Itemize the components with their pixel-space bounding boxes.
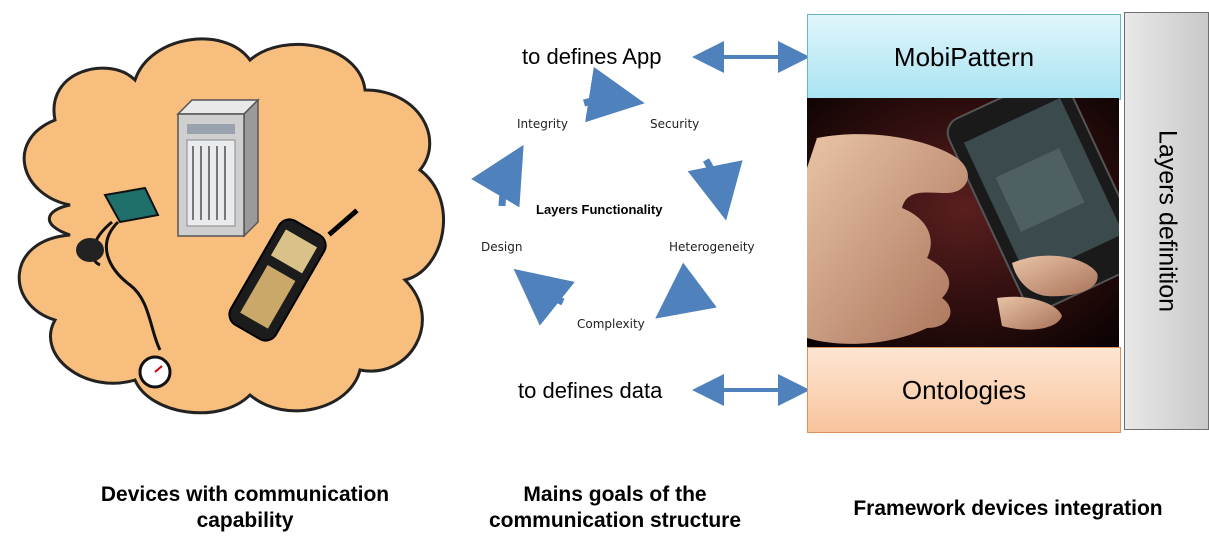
server-icon [176,98,260,238]
layers-definition-panel: Layers definition [1124,12,1209,430]
mobipattern-label: MobiPattern [893,41,1035,72]
cycle-item-complexity: Complexity [577,317,645,331]
cloud-illustration [17,37,445,415]
center-caption-line1: Mains goals of the [523,483,707,506]
cycle-item-heterogeneity: Heterogeneity [669,240,755,254]
mobile-phone-icon [228,208,359,342]
cycle-title: Layers Functionality [536,202,663,217]
layers-definition-label: Layers definition [1153,129,1181,313]
center-caption: Mains goals of the communication structu… [455,482,775,534]
mobipattern-box: MobiPattern [807,14,1121,100]
left-caption: Devices with communication capability [40,482,450,534]
hand-holding-phone-photo [807,74,1145,347]
left-caption-line2: capability [196,509,294,532]
ontologies-label: Ontologies [901,374,1027,405]
center-caption-line2: communication structure [488,509,742,532]
cycle-arrow-icon [471,66,743,326]
ontologies-box: Ontologies [807,347,1121,433]
cycle-item-integrity: Integrity [517,117,568,131]
top-link-label: to defines App [522,44,662,69]
bottom-link-label: to defines data [518,378,663,403]
cycle-item-design: Design [481,240,523,254]
blood-pressure-monitor-icon [76,186,172,389]
left-caption-line1: Devices with communication [100,483,390,506]
cycle-item-security: Security [650,117,700,131]
right-caption: Framework devices integration [853,497,1163,520]
